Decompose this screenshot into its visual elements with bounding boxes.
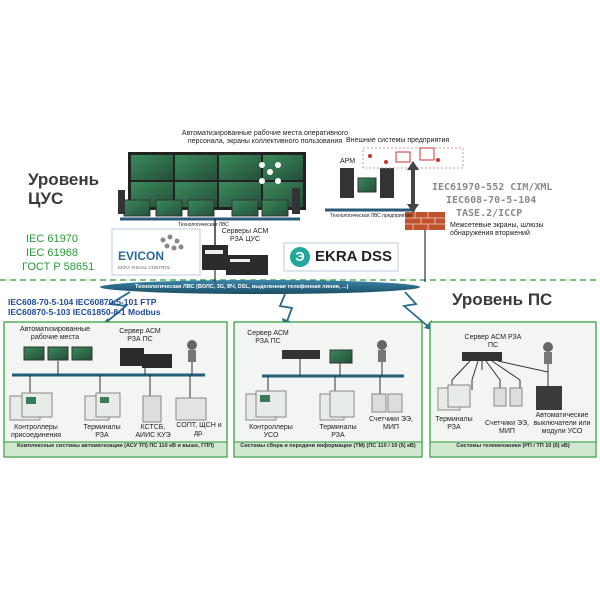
wireless-links bbox=[103, 291, 431, 329]
evicon-mark-icon bbox=[160, 234, 184, 251]
p3-server-label: Сервер АСМ РЗА ПС bbox=[464, 334, 522, 349]
protocols-line-0: IEC608-70-5-104 IEC60870-5-101 FTP bbox=[8, 297, 157, 307]
cus-servers bbox=[202, 245, 268, 275]
p2-controllers-label: Контроллеры УСО bbox=[249, 424, 293, 439]
p3-terminals-label: Терминалы РЗА bbox=[435, 416, 473, 431]
standard-left-1: IEC 61968 bbox=[26, 247, 78, 259]
p3-meters-label: Счетчики ЭЭ, МИП bbox=[485, 420, 529, 435]
arm-label: АРМ bbox=[340, 158, 356, 165]
p1-footer: Комплексные системы автоматизации (АСУ Т… bbox=[17, 443, 214, 449]
p2-terminals-label: Терминалы РЗА bbox=[319, 424, 357, 439]
enterprise-lan-label: Технологическая ЛВС предприятия bbox=[330, 213, 413, 219]
svg-text:Э: Э bbox=[295, 249, 304, 264]
p2-footer: Системы сбора и передачи информации (ТМ)… bbox=[240, 443, 416, 449]
evicon-logo-sub: EKRA VISUAL CONTROL bbox=[118, 265, 171, 270]
evicon-logo-text: EVICON bbox=[118, 249, 165, 263]
firewall-icon bbox=[405, 212, 445, 230]
panel-3-devices bbox=[437, 342, 562, 411]
firewall-caption: Межсетевые экраны, шлюзы обнаружения вто… bbox=[450, 222, 544, 237]
panel-1-devices bbox=[9, 340, 207, 423]
main-bus-label: Технологическая ЛВС (ВОЛС, 3G, ВЧ, DSL, … bbox=[135, 284, 349, 290]
ekra-logo-text: EKRA DSS bbox=[315, 248, 392, 265]
evicon-box bbox=[111, 228, 201, 276]
p1-controllers-label: Контроллеры присоединения bbox=[10, 424, 62, 439]
p2-meters-label: Счетчики ЭЭ, МИП bbox=[369, 416, 413, 431]
panel-2-devices bbox=[245, 340, 404, 421]
level-tsus-label: Уровень ЦУС bbox=[28, 170, 100, 208]
main-bus bbox=[100, 280, 420, 294]
video-wall bbox=[128, 152, 306, 210]
external-systems-label: Внешние системы предприятия bbox=[346, 137, 450, 144]
protocols-line-1: IEC60870-5-103 IEC61850-8-1 Modbus bbox=[8, 307, 161, 317]
desk-monitors bbox=[118, 188, 300, 217]
p1-server-label: Сервер АСМ РЗА ПС bbox=[119, 328, 161, 343]
standard-left-2: ГОСТ Р 58651 bbox=[22, 261, 95, 273]
tech-lan-cus-label: Технологическая ЛВС bbox=[178, 222, 229, 228]
p1-terminals-label: Терминалы РЗА bbox=[83, 424, 121, 439]
p2-server-label: Сервер АСМ РЗА ПС bbox=[247, 330, 289, 345]
standard-left-0: IEC 61970 bbox=[26, 233, 78, 245]
servers-cus-label: Серверы АСМ РЗА ЦУС bbox=[221, 228, 269, 243]
standard-right-0: IEC61970-552 CIM/XML bbox=[432, 182, 553, 193]
p1-kstsb-label: КСТСБ, АИИС КУЭ bbox=[135, 424, 171, 439]
standard-right-2: TASE.2/ICCP bbox=[456, 208, 523, 219]
arm-caption: Автоматизированные рабочие места операти… bbox=[181, 130, 349, 145]
p1-sopt-label: СОПТ, ЩСН и др. bbox=[176, 422, 222, 437]
p3-footer: Системы телемеханики (РП / ТП 10 (6) кВ) bbox=[456, 443, 570, 449]
level-ps-label: Уровень ПС bbox=[452, 290, 553, 309]
p1-arm-label: Автоматизированные рабочие места bbox=[19, 326, 91, 341]
ekra-logo-icon bbox=[290, 247, 310, 267]
standard-right-1: IEC608-70-5-104 bbox=[446, 195, 537, 206]
p3-breakers-label: Автоматические выключатели или модули УС… bbox=[533, 412, 591, 435]
